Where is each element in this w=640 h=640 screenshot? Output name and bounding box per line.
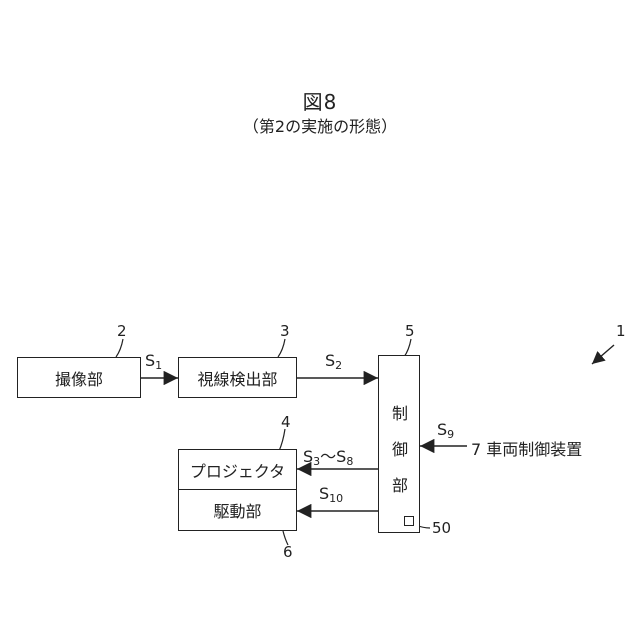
- leader-line-2: [116, 339, 123, 357]
- signal-s9-label: S9: [437, 420, 454, 441]
- projector-block: プロジェクタ: [178, 449, 297, 490]
- control-unit-label-char-2: 御: [380, 432, 420, 468]
- vehicle-control-device-label: 7 車両制御装置: [471, 436, 582, 460]
- ref-2: 2: [117, 322, 127, 340]
- drive-unit-block: 駆動部: [178, 489, 297, 531]
- signal-s10-subscript: 10: [329, 492, 343, 505]
- control-unit-label-char-3: 部: [380, 468, 420, 504]
- imaging-unit-label: 撮像部: [55, 366, 103, 390]
- signal-s1-label: S1: [145, 351, 162, 372]
- imaging-unit-block: 撮像部: [17, 357, 141, 398]
- signal-s2-subscript: 2: [335, 359, 342, 372]
- signal-s3-letter: S: [303, 447, 313, 466]
- signal-s1-letter: S: [145, 351, 155, 370]
- signal-s9-subscript: 9: [447, 428, 454, 441]
- signal-s3-s8-label: S3〜S8: [303, 443, 353, 468]
- ref-6: 6: [283, 543, 293, 561]
- signal-range-tilde: 〜: [320, 447, 336, 466]
- leader-line-4: [279, 429, 285, 451]
- signal-s9-letter: S: [437, 420, 447, 439]
- control-unit-label-char-1: 制: [380, 396, 420, 432]
- leader-line-3: [278, 339, 285, 357]
- ref-50: 50: [432, 519, 451, 537]
- gaze-detection-unit-label: 視線検出部: [197, 366, 277, 390]
- signal-s1-subscript: 1: [155, 359, 162, 372]
- storage-element-50: [404, 516, 414, 526]
- projector-label: プロジェクタ: [190, 458, 285, 482]
- ref-3: 3: [280, 322, 290, 340]
- gaze-detection-unit-block: 視線検出部: [178, 357, 297, 398]
- ref-4: 4: [281, 413, 291, 431]
- drive-unit-label: 駆動部: [213, 498, 261, 522]
- signal-s10-letter: S: [319, 484, 329, 503]
- signal-s8-letter: S: [336, 447, 346, 466]
- signal-s8-subscript: 8: [346, 455, 353, 468]
- system-pointer-arrow: [592, 345, 614, 364]
- ref-5: 5: [405, 322, 415, 340]
- signal-s2-letter: S: [325, 351, 335, 370]
- signal-s2-label: S2: [325, 351, 342, 372]
- signal-s10-label: S10: [319, 484, 343, 505]
- ref-1: 1: [616, 322, 626, 340]
